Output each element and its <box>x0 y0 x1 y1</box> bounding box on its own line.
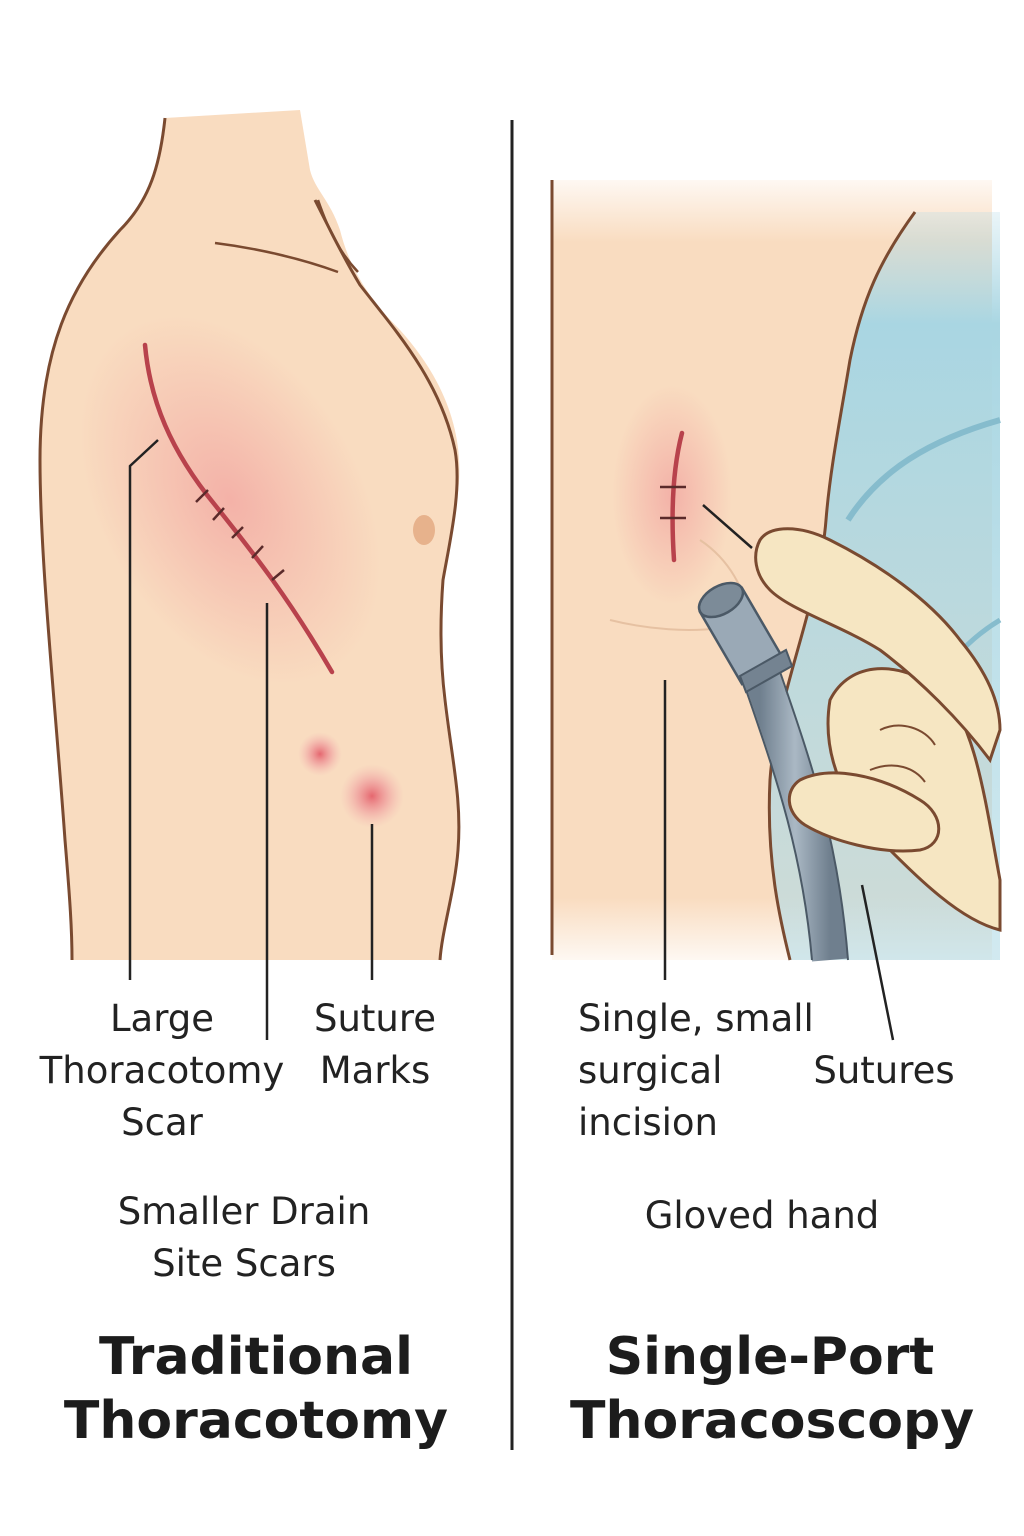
label-large-thoracotomy-scar: Large Thoracotomy Scar <box>22 993 302 1149</box>
leader-sutures <box>860 884 895 1041</box>
label-large-line1: Large <box>109 997 215 1040</box>
label-single-small-incision: Single, small surgical incision <box>578 993 838 1149</box>
label-drain-line1: Smaller Drain <box>117 1190 371 1233</box>
chest-tube-collar <box>738 648 794 694</box>
label-suture-line1: Suture <box>313 997 437 1040</box>
title-single-port-thoracoscopy: Single-Port Thoracoscopy <box>570 1325 975 1453</box>
drain-scar-small <box>298 732 342 776</box>
title-traditional-thoracotomy: Traditional Thoracotomy <box>56 1325 456 1453</box>
title-left-line1: Traditional <box>99 1327 413 1387</box>
label-suture-marks: Suture Marks <box>290 993 460 1097</box>
right-scene <box>550 180 1002 1041</box>
shoulder-line <box>316 199 359 273</box>
chest-tube-opening <box>697 581 745 619</box>
label-sutures: Sutures <box>813 1049 955 1092</box>
thoracotomy-scar <box>142 342 335 675</box>
incision-sutures <box>660 485 686 520</box>
chest-tube-hose-outline-a <box>741 677 813 961</box>
glove-index-finger <box>754 527 1002 764</box>
scar-suture-marks <box>195 489 285 581</box>
leader-sutures-top <box>702 504 753 549</box>
left-torso <box>38 110 461 1040</box>
label-large-line3: Scar <box>121 1101 203 1144</box>
label-incision-line2: surgical <box>578 1049 723 1092</box>
scar-glow <box>79 315 381 685</box>
title-right-line2: Thoracoscopy <box>570 1391 975 1451</box>
label-gloved-hand: Gloved hand <box>644 1194 880 1237</box>
small-incision <box>670 430 685 563</box>
label-drain-line2: Site Scars <box>152 1242 336 1285</box>
torso-left-outline <box>38 117 167 961</box>
label-suture-line2: Marks <box>319 1049 431 1092</box>
drain-scar-large <box>340 764 404 828</box>
torso-right-outline <box>313 199 461 961</box>
label-drain-site-scars: Smaller Drain Site Scars <box>94 1186 394 1290</box>
drape-fold <box>845 417 1001 522</box>
collarbone-line <box>214 241 339 274</box>
glove-thumb <box>787 771 941 853</box>
label-incision-line3: incision <box>578 1101 718 1144</box>
glove-knuckle-fold <box>869 724 936 783</box>
label-large-line2: Thoracotomy <box>39 1049 285 1092</box>
leader-large-scar <box>128 439 159 980</box>
title-left-line2: Thoracotomy <box>63 1391 449 1451</box>
gloved-hand <box>754 527 1002 932</box>
label-incision-line1: Single, small <box>578 997 814 1040</box>
nipple <box>413 515 435 545</box>
title-right-line1: Single-Port <box>605 1327 935 1387</box>
